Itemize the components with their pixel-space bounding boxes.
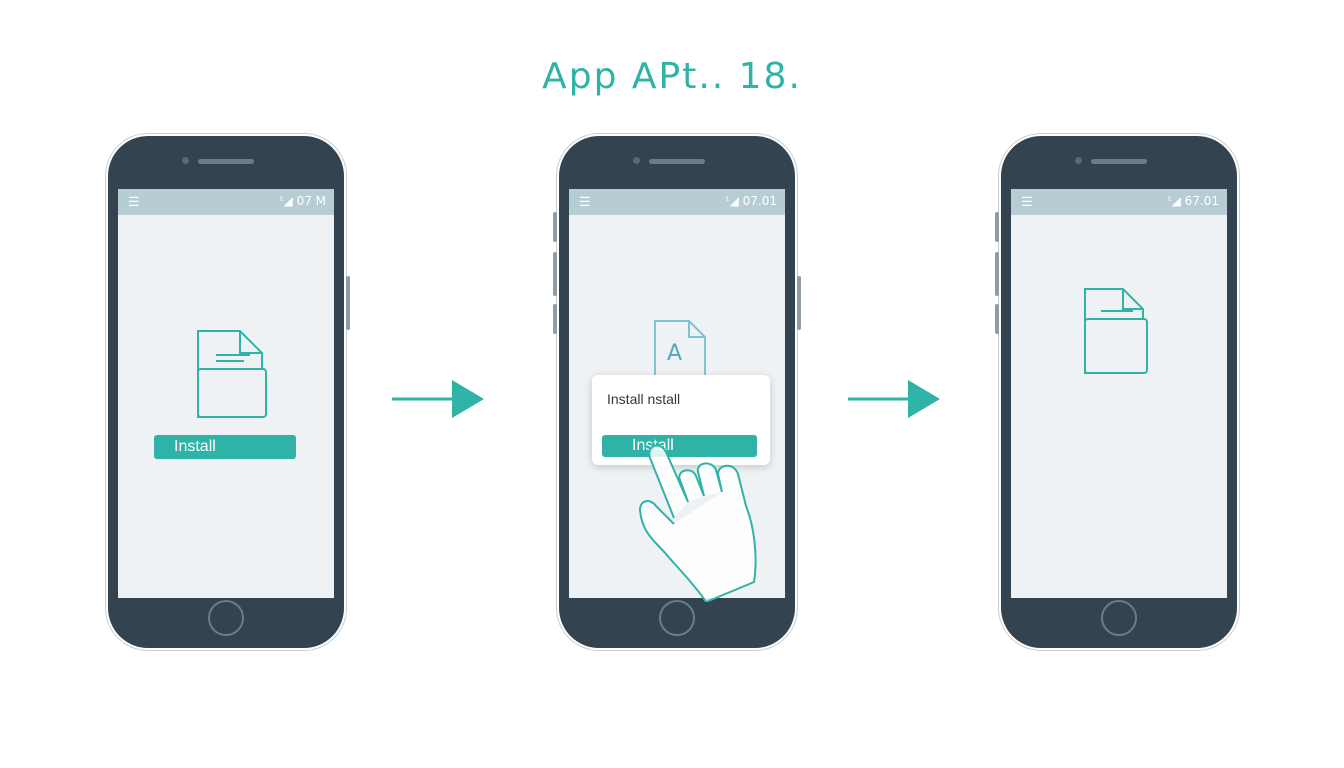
diagram-title: App APt.. 18. bbox=[542, 56, 802, 97]
right-arrow-icon bbox=[848, 380, 940, 418]
phone-step-3: ☰ ᵗ◢ 67.01 bbox=[995, 136, 1237, 648]
signal-icon: ᵗ◢ bbox=[279, 194, 293, 208]
signal-icon: ᵗ◢ bbox=[1168, 194, 1181, 208]
earpiece-speaker bbox=[1091, 159, 1147, 164]
status-bar: ☰ ᵗ◢ 07.01 bbox=[569, 189, 785, 215]
install-button-label: Install bbox=[174, 438, 216, 455]
status-indicators: ᵗ◢ 67.01 bbox=[1168, 194, 1219, 208]
earpiece-speaker bbox=[649, 159, 705, 164]
earpiece-speaker bbox=[198, 159, 254, 164]
power-button bbox=[797, 276, 801, 330]
power-button bbox=[346, 276, 350, 330]
home-button[interactable] bbox=[659, 600, 695, 636]
status-bar: ☰ ᵗ◢ 67.01 bbox=[1011, 189, 1227, 215]
status-indicators: ᵗ◢ 07.01 bbox=[726, 194, 777, 208]
hamburger-icon[interactable]: ☰ bbox=[579, 194, 591, 209]
status-time: 67.01 bbox=[1184, 194, 1219, 208]
document-folder-icon bbox=[1084, 288, 1148, 374]
home-button[interactable] bbox=[1101, 600, 1137, 636]
signal-icon: ᵗ◢ bbox=[726, 194, 739, 208]
volume-up-button bbox=[553, 212, 557, 242]
volume-down-button bbox=[553, 252, 557, 296]
home-button[interactable] bbox=[208, 600, 244, 636]
hamburger-icon[interactable]: ☰ bbox=[128, 194, 140, 209]
front-camera bbox=[1075, 157, 1082, 164]
silent-switch bbox=[553, 304, 557, 334]
phone-screen: ☰ ᵗ◢ 67.01 bbox=[1011, 189, 1227, 598]
status-indicators: ᵗ◢ 07 M bbox=[280, 194, 326, 208]
apk-file-icon bbox=[654, 320, 706, 378]
volume-up-button bbox=[995, 212, 999, 242]
document-folder-icon bbox=[197, 330, 267, 418]
front-camera bbox=[633, 157, 640, 164]
hamburger-icon[interactable]: ☰ bbox=[1021, 194, 1033, 209]
install-button[interactable]: Install bbox=[154, 435, 296, 459]
phone-step-1: ☰ ᵗ◢ 07 M Install bbox=[108, 136, 350, 648]
front-camera bbox=[182, 157, 189, 164]
tap-hand-icon bbox=[639, 444, 757, 602]
status-time: 07.01 bbox=[742, 194, 777, 208]
status-time: 07 M bbox=[296, 194, 326, 208]
volume-down-button bbox=[995, 252, 999, 296]
dialog-title: Install nstall bbox=[607, 391, 681, 407]
phone-screen: ☰ ᵗ◢ 07 M Install bbox=[118, 189, 334, 598]
right-arrow-icon bbox=[392, 380, 484, 418]
apk-file-letter: A bbox=[667, 341, 683, 366]
silent-switch bbox=[995, 304, 999, 334]
status-bar: ☰ ᵗ◢ 07 M bbox=[118, 189, 334, 215]
